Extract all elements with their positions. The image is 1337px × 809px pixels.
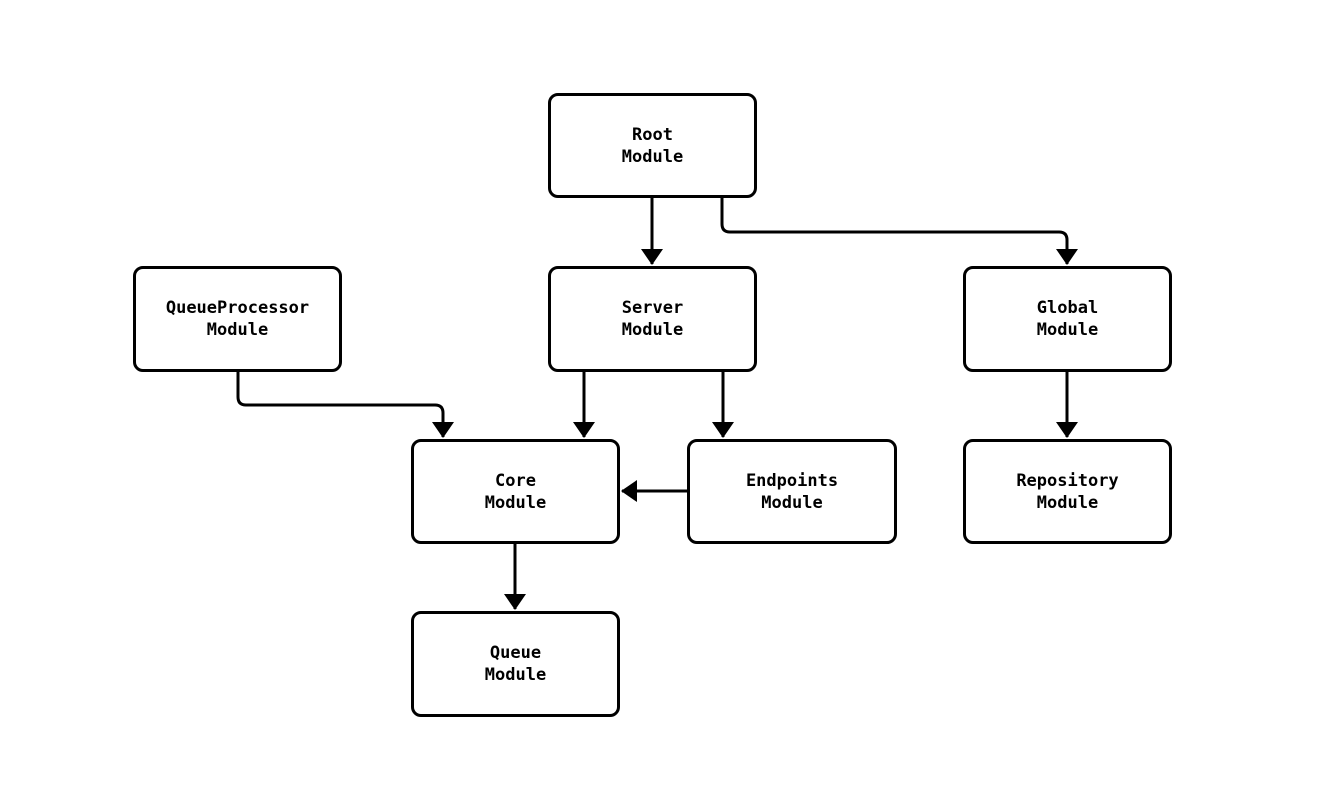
node-label-line2: Module	[1036, 320, 1099, 340]
node-label-line1: Global	[1036, 298, 1099, 318]
node-label-line2: Module	[206, 320, 269, 340]
node-queue-module: Queue Module	[411, 611, 620, 717]
node-queueprocessor-module: QueueProcessor Module	[133, 266, 342, 372]
node-label-line2: Module	[621, 320, 684, 340]
node-core-module: Core Module	[411, 439, 620, 544]
node-label-line2: Module	[484, 665, 547, 685]
node-label-line2: Module	[1036, 492, 1099, 513]
node-label-line1: Endpoints	[745, 470, 839, 491]
node-label-line1: Repository	[1016, 470, 1119, 491]
node-label-line1: Core	[495, 470, 536, 491]
node-global-module: Global Module	[963, 266, 1172, 372]
node-label-line1: Server	[621, 298, 684, 318]
node-label-line1: QueueProcessor	[165, 298, 310, 318]
edge-root-to-global	[720, 198, 1078, 265]
node-root-module: Root Module	[548, 93, 757, 198]
node-endpoints-module: Endpoints Module	[687, 439, 897, 544]
node-label-line2: Module	[621, 146, 684, 167]
edge-queueprocessor-to-core	[236, 372, 454, 438]
node-label-line2: Module	[484, 492, 547, 513]
node-label-line2: Module	[761, 492, 823, 513]
node-repository-module: Repository Module	[963, 439, 1172, 544]
node-label-line1: Queue	[489, 643, 542, 663]
node-label-line1: Root	[632, 124, 673, 145]
node-server-module: Server Module	[548, 266, 757, 372]
